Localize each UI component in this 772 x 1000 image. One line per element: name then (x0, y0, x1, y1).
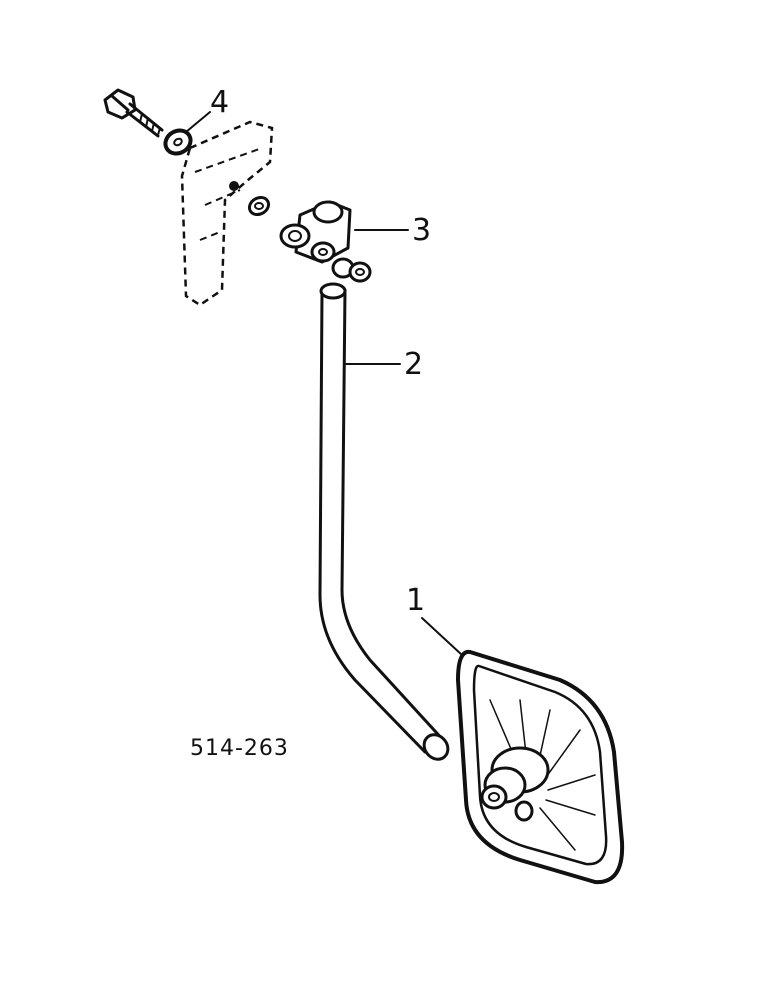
leader-1 (421, 617, 463, 656)
leader-4 (185, 111, 211, 133)
mirror-arm (318, 282, 450, 761)
callout-1: 1 (406, 583, 425, 618)
bracket-hole (229, 181, 239, 191)
mirror-head (456, 649, 625, 885)
figure-id: 514-263 (190, 736, 289, 761)
clamp-nuts (331, 257, 372, 283)
callout-4: 4 (210, 85, 229, 120)
bolt (103, 88, 164, 138)
callout-3: 3 (412, 213, 431, 248)
leader-lines (185, 111, 463, 656)
clamp-block (279, 200, 352, 264)
callout-2: 2 (404, 347, 423, 382)
lock-washer (247, 195, 271, 217)
vehicle-bracket (180, 120, 274, 307)
washer (163, 128, 193, 156)
